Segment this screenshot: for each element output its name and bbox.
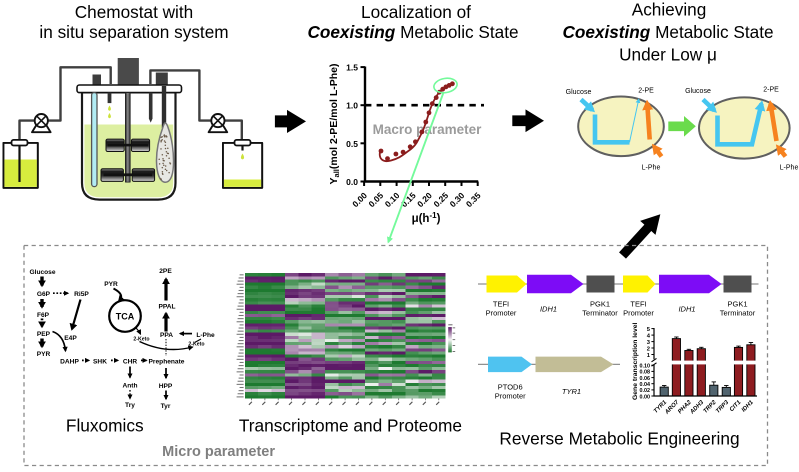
svg-text:0.0: 0.0 [346, 177, 358, 187]
svg-text:Fluxomics: Fluxomics [66, 416, 144, 436]
svg-text:Promoter: Promoter [486, 309, 517, 318]
svg-text:PPA: PPA [160, 332, 173, 339]
svg-text:Terminator: Terminator [720, 309, 756, 318]
svg-text:2PE: 2PE [159, 268, 172, 275]
svg-text:Glucose: Glucose [29, 269, 55, 276]
svg-text:Micro parameter: Micro parameter [162, 444, 275, 460]
svg-text:PTOD6: PTOD6 [498, 383, 523, 392]
svg-text:Under Low μ: Under Low μ [619, 45, 717, 65]
svg-text:5: 5 [647, 327, 651, 333]
svg-text:0.08: 0.08 [640, 370, 651, 376]
svg-text:2-Keto: 2-Keto [188, 341, 204, 347]
svg-text:F6P: F6P [37, 312, 50, 319]
svg-text:Reverse Metabolic Engineering: Reverse Metabolic Engineering [499, 429, 739, 449]
svg-text:IDH1: IDH1 [540, 305, 557, 314]
svg-text:0.00: 0.00 [640, 394, 651, 400]
svg-text:Try: Try [125, 402, 135, 409]
svg-text:2-PE: 2-PE [763, 87, 779, 94]
svg-text:DAHP: DAHP [60, 358, 79, 365]
svg-text:Glucose: Glucose [566, 89, 592, 96]
svg-text:PPAL: PPAL [158, 303, 175, 310]
svg-text:IDH1: IDH1 [678, 305, 695, 314]
svg-text:3: 3 [647, 340, 651, 346]
svg-text:1: 1 [647, 353, 651, 359]
svg-text:Chemostat with: Chemostat with [75, 2, 193, 22]
svg-text:E4P: E4P [64, 335, 77, 342]
svg-text:2-PE: 2-PE [638, 88, 654, 95]
svg-text:0.10: 0.10 [640, 364, 651, 370]
svg-text:SHK: SHK [93, 358, 107, 365]
svg-text:in situ separation system: in situ separation system [39, 22, 228, 42]
svg-text:1.0: 1.0 [346, 101, 358, 111]
svg-text:Tyr: Tyr [161, 403, 171, 410]
svg-text:L-Phe: L-Phe [642, 165, 661, 172]
svg-text:1.5: 1.5 [346, 63, 358, 73]
svg-text:TEFI: TEFI [630, 300, 646, 309]
svg-text:2-Keto: 2-Keto [133, 336, 149, 342]
svg-text:μ(h-1): μ(h-1) [412, 211, 441, 225]
svg-text:CHR: CHR [123, 358, 138, 365]
svg-text:Coexisting Metabolic State: Coexisting Metabolic State [562, 22, 773, 42]
svg-text:PYR: PYR [104, 281, 118, 288]
svg-text:L-Phe: L-Phe [780, 165, 799, 172]
svg-text:TCA: TCA [116, 312, 135, 322]
svg-text:Gene transcription level: Gene transcription level [632, 322, 639, 400]
svg-text:Transcriptome and Proteome: Transcriptome and Proteome [239, 416, 462, 436]
svg-text:Macro parameter: Macro parameter [373, 122, 483, 137]
svg-text:0.04: 0.04 [640, 382, 651, 388]
svg-text:0.02: 0.02 [640, 388, 651, 394]
svg-text:HPP: HPP [159, 383, 173, 390]
svg-text:Promoter: Promoter [623, 309, 654, 318]
svg-text:0.06: 0.06 [640, 376, 651, 382]
svg-text:G6P: G6P [37, 291, 51, 298]
svg-text:L-Phe: L-Phe [196, 332, 215, 339]
svg-text:Prephenate: Prephenate [149, 359, 185, 366]
svg-text:Achieving: Achieving [632, 0, 707, 20]
svg-text:PEP: PEP [37, 331, 51, 338]
svg-text:Localization of: Localization of [361, 2, 471, 22]
svg-text:Anth: Anth [122, 382, 137, 389]
svg-text:TEFI: TEFI [493, 300, 509, 309]
svg-text:PYR: PYR [37, 351, 51, 358]
svg-text:4: 4 [647, 333, 651, 339]
svg-text:TYR1: TYR1 [562, 387, 581, 396]
svg-text:Promoter: Promoter [495, 392, 526, 401]
svg-text:Glucose: Glucose [685, 88, 711, 95]
svg-text:Coexisting Metabolic State: Coexisting Metabolic State [307, 22, 518, 42]
svg-text:PGK1: PGK1 [727, 300, 747, 309]
svg-text:0.5: 0.5 [346, 139, 358, 149]
svg-text:Ri5P: Ri5P [74, 291, 89, 298]
svg-text:2: 2 [647, 346, 650, 352]
svg-text:Terminator: Terminator [582, 309, 618, 318]
svg-text:PGK1: PGK1 [590, 300, 610, 309]
svg-text:Yall(mol 2-PE/mol L-Phe): Yall(mol 2-PE/mol L-Phe) [328, 64, 341, 185]
